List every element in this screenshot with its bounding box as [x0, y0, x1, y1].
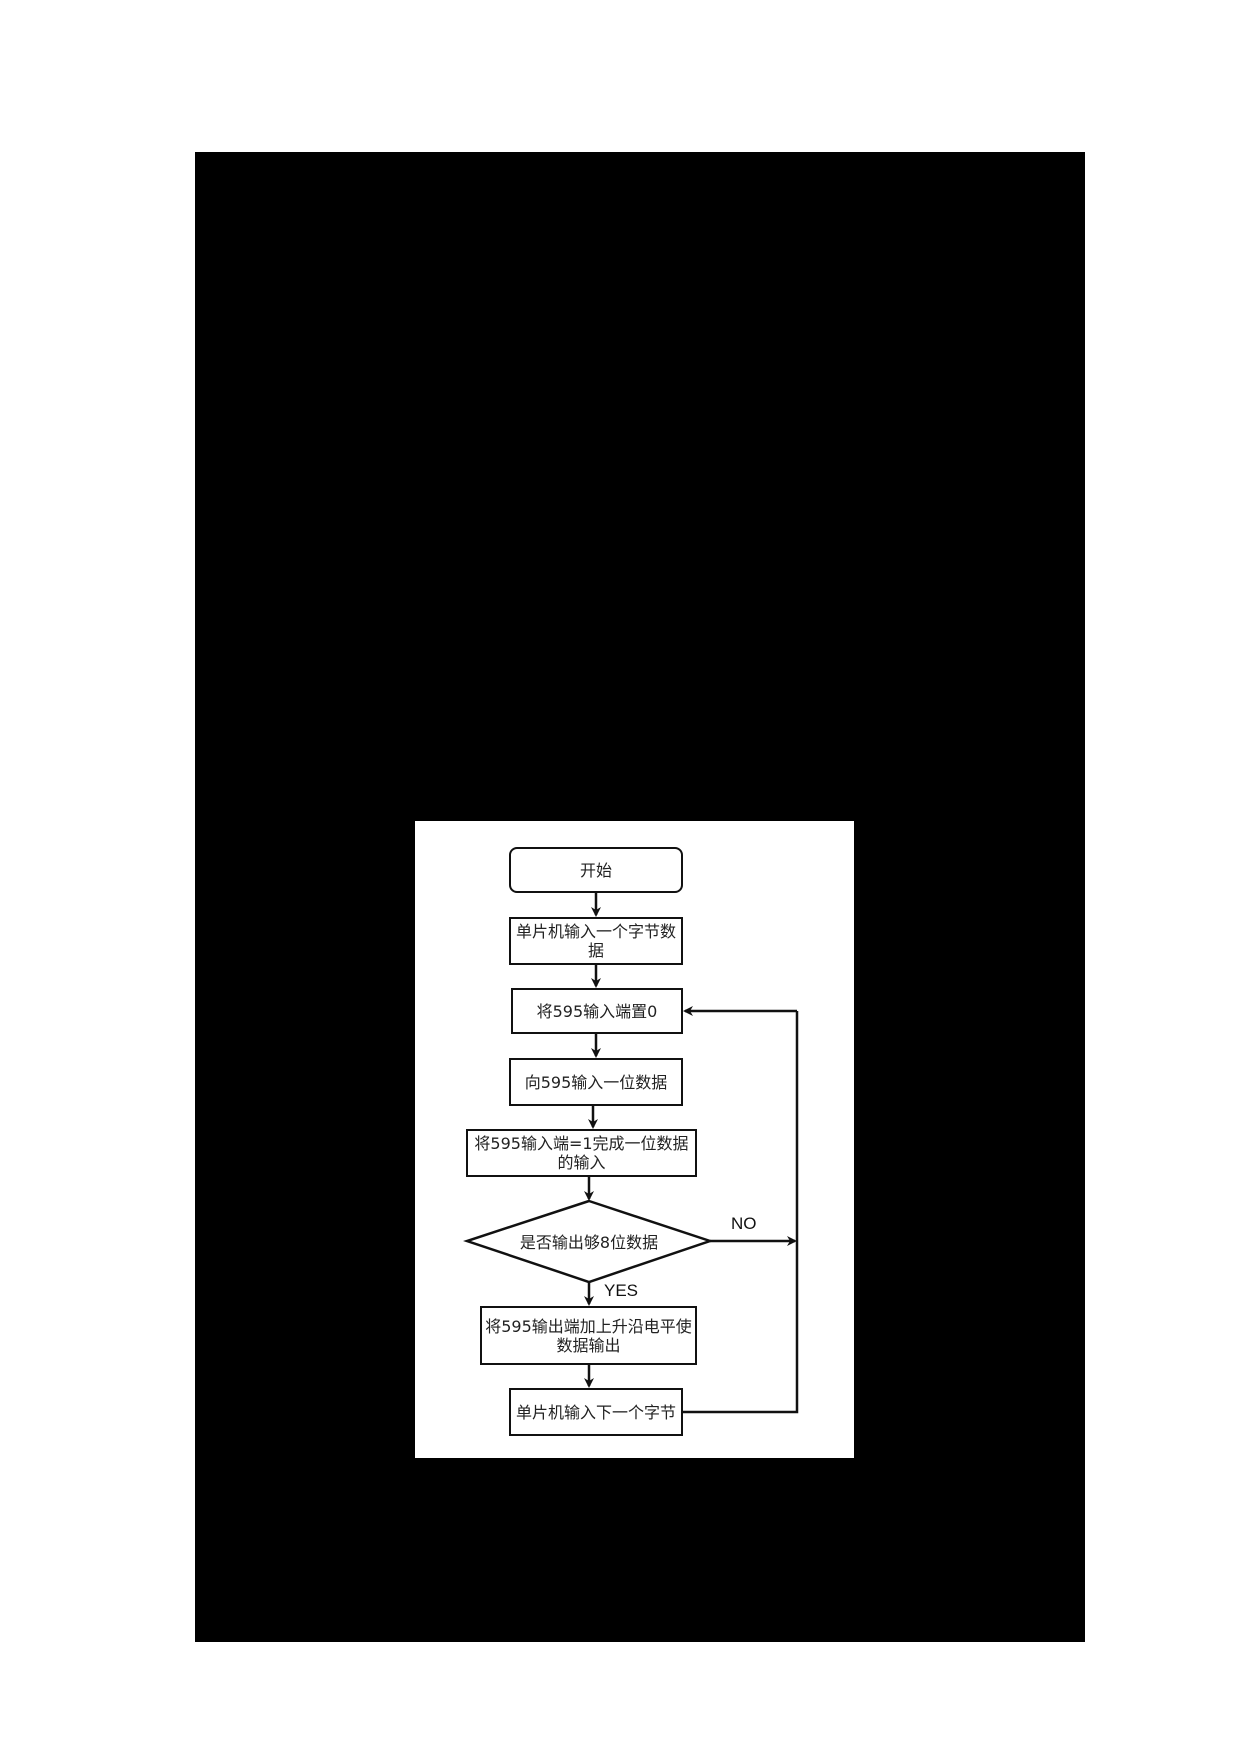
- no-label: NO: [731, 1214, 757, 1233]
- read-byte-node: 单片机输入一个字节数据: [509, 917, 683, 965]
- input-bit-label: 向595输入一位数据: [524, 1072, 668, 1092]
- set-input-zero-node: 将595输入端置0: [511, 988, 683, 1034]
- start-label: 开始: [579, 860, 612, 880]
- set-input-one-label: 将595输入端=1完成一位数据的输入: [474, 1134, 689, 1172]
- yes-label: YES: [604, 1281, 639, 1300]
- rising-edge-output-label: 将595输出端加上升沿电平使数据输出: [485, 1316, 692, 1355]
- loop-line: [683, 1011, 799, 1414]
- rising-edge-output-node: 将595输出端加上升沿电平使数据输出: [480, 1306, 697, 1365]
- decision-diamond: [463, 1199, 714, 1284]
- input-bit-node: 向595输入一位数据: [509, 1058, 683, 1106]
- start-node: 开始: [509, 847, 683, 893]
- check-8bits-label: 是否输出够8位数据: [519, 1233, 659, 1252]
- set-input-one-node: 将595输入端=1完成一位数据的输入: [466, 1129, 697, 1177]
- set-input-zero-label: 将595输入端置0: [536, 1001, 658, 1021]
- read-byte-label: 单片机输入一个字节数据: [515, 922, 676, 960]
- next-byte-node: 单片机输入下一个字节: [509, 1388, 683, 1436]
- next-byte-label: 单片机输入下一个字节: [515, 1402, 676, 1422]
